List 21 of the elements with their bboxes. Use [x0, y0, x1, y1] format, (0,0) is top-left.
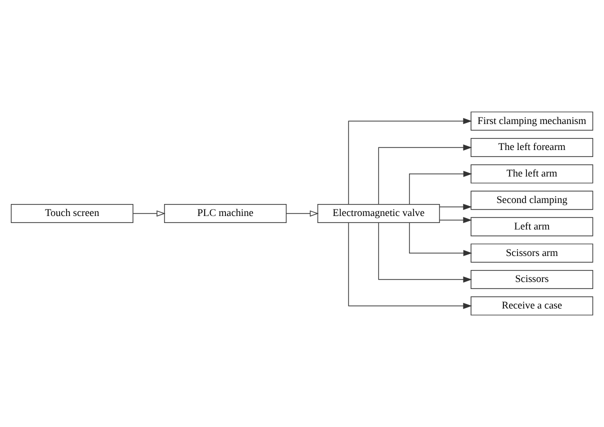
arrow	[409, 170, 472, 205]
node-box: Left arm	[470, 217, 594, 236]
arrow	[348, 118, 472, 205]
node-box: Touch screen	[10, 204, 134, 224]
node-box: Scissors	[470, 270, 594, 290]
node-box: PLC machine	[164, 204, 287, 224]
arrow	[348, 222, 472, 309]
arrow	[378, 144, 472, 205]
node-box: First clamping mechanism	[470, 112, 594, 131]
node-box: Receive a case	[470, 296, 594, 316]
arrow	[286, 210, 319, 217]
node-box: Scissors arm	[470, 244, 594, 263]
arrow	[132, 210, 166, 217]
arrow	[378, 222, 472, 283]
node-box: Second clamping	[470, 190, 594, 210]
arrow	[439, 217, 472, 224]
arrow	[409, 222, 472, 256]
node-box: The left arm	[470, 164, 594, 184]
node-box: Electromagnetic valve	[317, 204, 440, 224]
node-box: The left forearm	[470, 138, 594, 158]
arrow	[439, 204, 472, 210]
